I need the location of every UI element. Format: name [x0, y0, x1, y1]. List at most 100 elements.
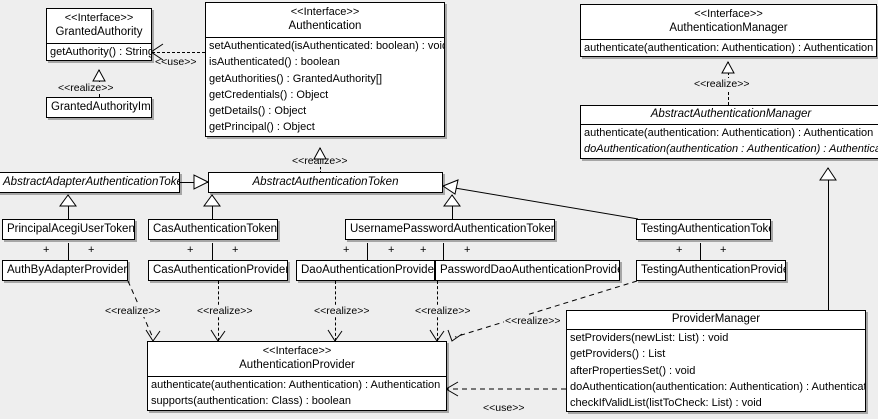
label-realize-abstract-authentication-token: <<realize>> — [291, 155, 349, 167]
operations-authentication-manager: authenticate(authentication: Authenticat… — [581, 39, 876, 56]
association-line-principal-token-provider — [68, 243, 69, 260]
class-header-authentication-manager: <<Interface>> AuthenticationManager — [581, 5, 876, 39]
class-box-auth-by-adapter-provider[interactable]: AuthByAdapterProvider — [2, 260, 128, 281]
association-line-cas-token-provider — [212, 243, 213, 260]
multiplicity-username-token-d: + — [464, 244, 471, 256]
class-box-abstract-authentication-token[interactable]: AbstractAuthenticationToken — [208, 172, 443, 193]
generalization-line-cas-authentication-token — [212, 195, 213, 219]
operation-get-authority: getAuthority() : String — [50, 46, 151, 58]
operation-do-authentication: doAuthentication(authentication : Authen… — [584, 143, 878, 156]
class-header-granted-authority: <<Interface>> GrantedAuthority — [47, 9, 151, 43]
class-box-abstract-adapter-authentication-token[interactable]: AbstractAdapterAuthenticationToken — [0, 172, 180, 193]
association-line-testing-token-provider — [700, 243, 701, 260]
class-box-cas-authentication-provider[interactable]: CasAuthenticationProvider — [148, 260, 288, 281]
multiplicity-cas-token-left: + — [187, 244, 194, 256]
operation-get-details: getDetails() : Object — [209, 105, 307, 118]
class-name-abstract-adapter-authentication-token: AbstractAdapterAuthenticationToken — [3, 176, 179, 188]
operations-abstract-authentication-manager: authenticate(authentication: Authenticat… — [581, 124, 878, 158]
multiplicity-username-token-b: + — [388, 244, 395, 256]
multiplicity-testing-token-left: + — [676, 244, 683, 256]
label-realize-granted-authority-impl: <<realize>> — [57, 82, 115, 94]
generalization-line-principal-acegi-user-token — [68, 195, 69, 219]
class-name-granted-authority-impl: GrantedAuthorityImpl — [51, 101, 151, 113]
class-box-provider-manager[interactable]: ProviderManager setProviders(newList: Li… — [566, 310, 866, 413]
operation-authenticate: authenticate(authentication: Authenticat… — [584, 42, 874, 54]
class-box-authentication-manager[interactable]: <<Interface>> AuthenticationManager auth… — [580, 4, 877, 58]
operation-get-credentials: getCredentials() : Object — [209, 88, 329, 101]
class-name-testing-authentication-provider: TestingAuthenticationProvider — [641, 264, 785, 276]
operations-authentication-provider: authenticate(authentication: Authenticat… — [148, 376, 446, 410]
multiplicity-username-token-c: + — [420, 244, 427, 256]
class-box-authentication-provider[interactable]: <<Interface>> AuthenticationProvider aut… — [147, 341, 447, 411]
class-name-abstract-authentication-manager: AbstractAuthenticationManager — [650, 108, 812, 120]
class-box-dao-authentication-provider[interactable]: DaoAuthenticationProvider — [296, 260, 435, 281]
class-box-principal-acegi-user-token[interactable]: PrincipalAcegiUserToken — [2, 219, 135, 240]
operation-check-if-valid-list: checkIfValidList(listToCheck: List) : vo… — [570, 397, 762, 410]
operations-authentication: setAuthenticated(isAuthenticated: boolea… — [206, 37, 444, 136]
class-name-abstract-authentication-token: AbstractAuthenticationToken — [252, 176, 399, 188]
association-line-username-token-passworddao-provider — [443, 243, 444, 260]
class-header-authentication: <<Interface>> Authentication — [206, 3, 444, 37]
operation-get-principal: getPrincipal() : Object — [209, 121, 315, 134]
operation-authenticate: authenticate(authentication: Authenticat… — [151, 379, 441, 391]
operations-granted-authority: getAuthority() : String — [47, 43, 151, 60]
class-name-authentication: Authentication — [288, 20, 362, 32]
label-use-provider-manager: <<use>> — [482, 402, 526, 414]
class-box-username-password-authentication-token[interactable]: UsernamePasswordAuthenticationToken — [345, 219, 555, 240]
class-name-dao-authentication-provider: DaoAuthenticationProvider — [301, 264, 434, 276]
multiplicity-username-token-a: + — [343, 244, 350, 256]
operation-is-authenticated: isAuthenticated() : boolean — [209, 56, 340, 69]
class-header-authentication-provider: <<Interface>> AuthenticationProvider — [148, 342, 446, 376]
multiplicity-principal-token-right: + — [88, 244, 95, 256]
generalization-line-adapter-token — [180, 182, 208, 183]
label-realize-testing-provider: <<realize>> — [504, 315, 562, 327]
use-line-authentication-granted-authority — [152, 52, 205, 53]
generalization-line-username-password-token — [452, 195, 453, 219]
operation-supports: supports(authentication: Class) : boolea… — [151, 395, 351, 408]
association-line-username-token-dao-provider — [367, 243, 368, 260]
class-name-username-password-authentication-token: UsernamePasswordAuthenticationToken — [350, 223, 554, 235]
operations-provider-manager: setProviders(newList: List) : void getPr… — [567, 329, 865, 411]
class-box-password-dao-authentication-provider[interactable]: PasswordDaoAuthenticationProvider — [435, 260, 620, 281]
stereotype-interface: <<Interface>> — [694, 8, 763, 20]
generalization-line-provider-manager — [828, 168, 829, 310]
class-name-auth-by-adapter-provider: AuthByAdapterProvider — [7, 264, 127, 276]
operation-get-authorities: getAuthorities() : GrantedAuthority[] — [209, 72, 383, 85]
class-box-granted-authority-impl[interactable]: GrantedAuthorityImpl — [46, 97, 152, 118]
class-header-provider-manager: ProviderManager — [567, 311, 865, 329]
class-box-testing-authentication-token[interactable]: TestingAuthenticationToken — [636, 219, 771, 240]
multiplicity-testing-token-right: + — [720, 244, 727, 256]
label-realize-passworddao-provider: <<realize>> — [414, 305, 472, 317]
label-realize-dao-provider: <<realize>> — [313, 305, 371, 317]
class-box-testing-authentication-provider[interactable]: TestingAuthenticationProvider — [636, 260, 786, 281]
stereotype-interface: <<Interface>> — [290, 6, 360, 18]
class-name-provider-manager: ProviderManager — [671, 313, 761, 325]
label-realize-abstract-authentication-manager: <<realize>> — [693, 78, 751, 90]
label-use-authentication-granted-authority: <<use>> — [154, 56, 198, 68]
label-realize-cas-provider: <<realize>> — [196, 305, 254, 317]
multiplicity-principal-token-left: + — [43, 244, 50, 256]
operation-authenticate: authenticate(authentication: Authenticat… — [584, 127, 874, 139]
class-name-granted-authority: GrantedAuthority — [55, 26, 143, 38]
class-box-cas-authentication-token[interactable]: CasAuthenticationToken — [148, 219, 278, 240]
operation-after-properties-set: afterPropertiesSet() : void — [570, 364, 696, 377]
class-name-cas-authentication-provider: CasAuthenticationProvider — [153, 264, 287, 276]
label-realize-auth-by-adapter-provider: <<realize>> — [104, 305, 162, 317]
stereotype-interface: <<Interface>> — [64, 12, 134, 24]
stereotype-interface: <<Interface>> — [262, 345, 332, 357]
operation-get-providers: getProviders() : List — [570, 348, 666, 361]
class-name-principal-acegi-user-token: PrincipalAcegiUserToken — [7, 223, 134, 235]
class-box-granted-authority[interactable]: <<Interface>> GrantedAuthority getAuthor… — [46, 8, 152, 62]
class-name-cas-authentication-token: CasAuthenticationToken — [153, 223, 277, 235]
operation-do-authentication: doAuthentication(authentication: Authent… — [570, 380, 865, 393]
class-box-authentication[interactable]: <<Interface>> Authentication setAuthenti… — [205, 2, 445, 137]
class-name-password-dao-authentication-provider: PasswordDaoAuthenticationProvider — [440, 264, 619, 276]
operation-set-providers: setProviders(newList: List) : void — [570, 332, 729, 344]
class-header-abstract-authentication-manager: AbstractAuthenticationManager — [581, 106, 878, 124]
class-name-authentication-manager: AuthenticationManager — [669, 22, 788, 34]
class-box-abstract-authentication-manager[interactable]: AbstractAuthenticationManager authentica… — [580, 105, 878, 159]
operation-set-authenticated: setAuthenticated(isAuthenticated: boolea… — [209, 40, 444, 52]
multiplicity-cas-token-right: + — [232, 244, 239, 256]
class-name-authentication-provider: AuthenticationProvider — [239, 359, 355, 371]
